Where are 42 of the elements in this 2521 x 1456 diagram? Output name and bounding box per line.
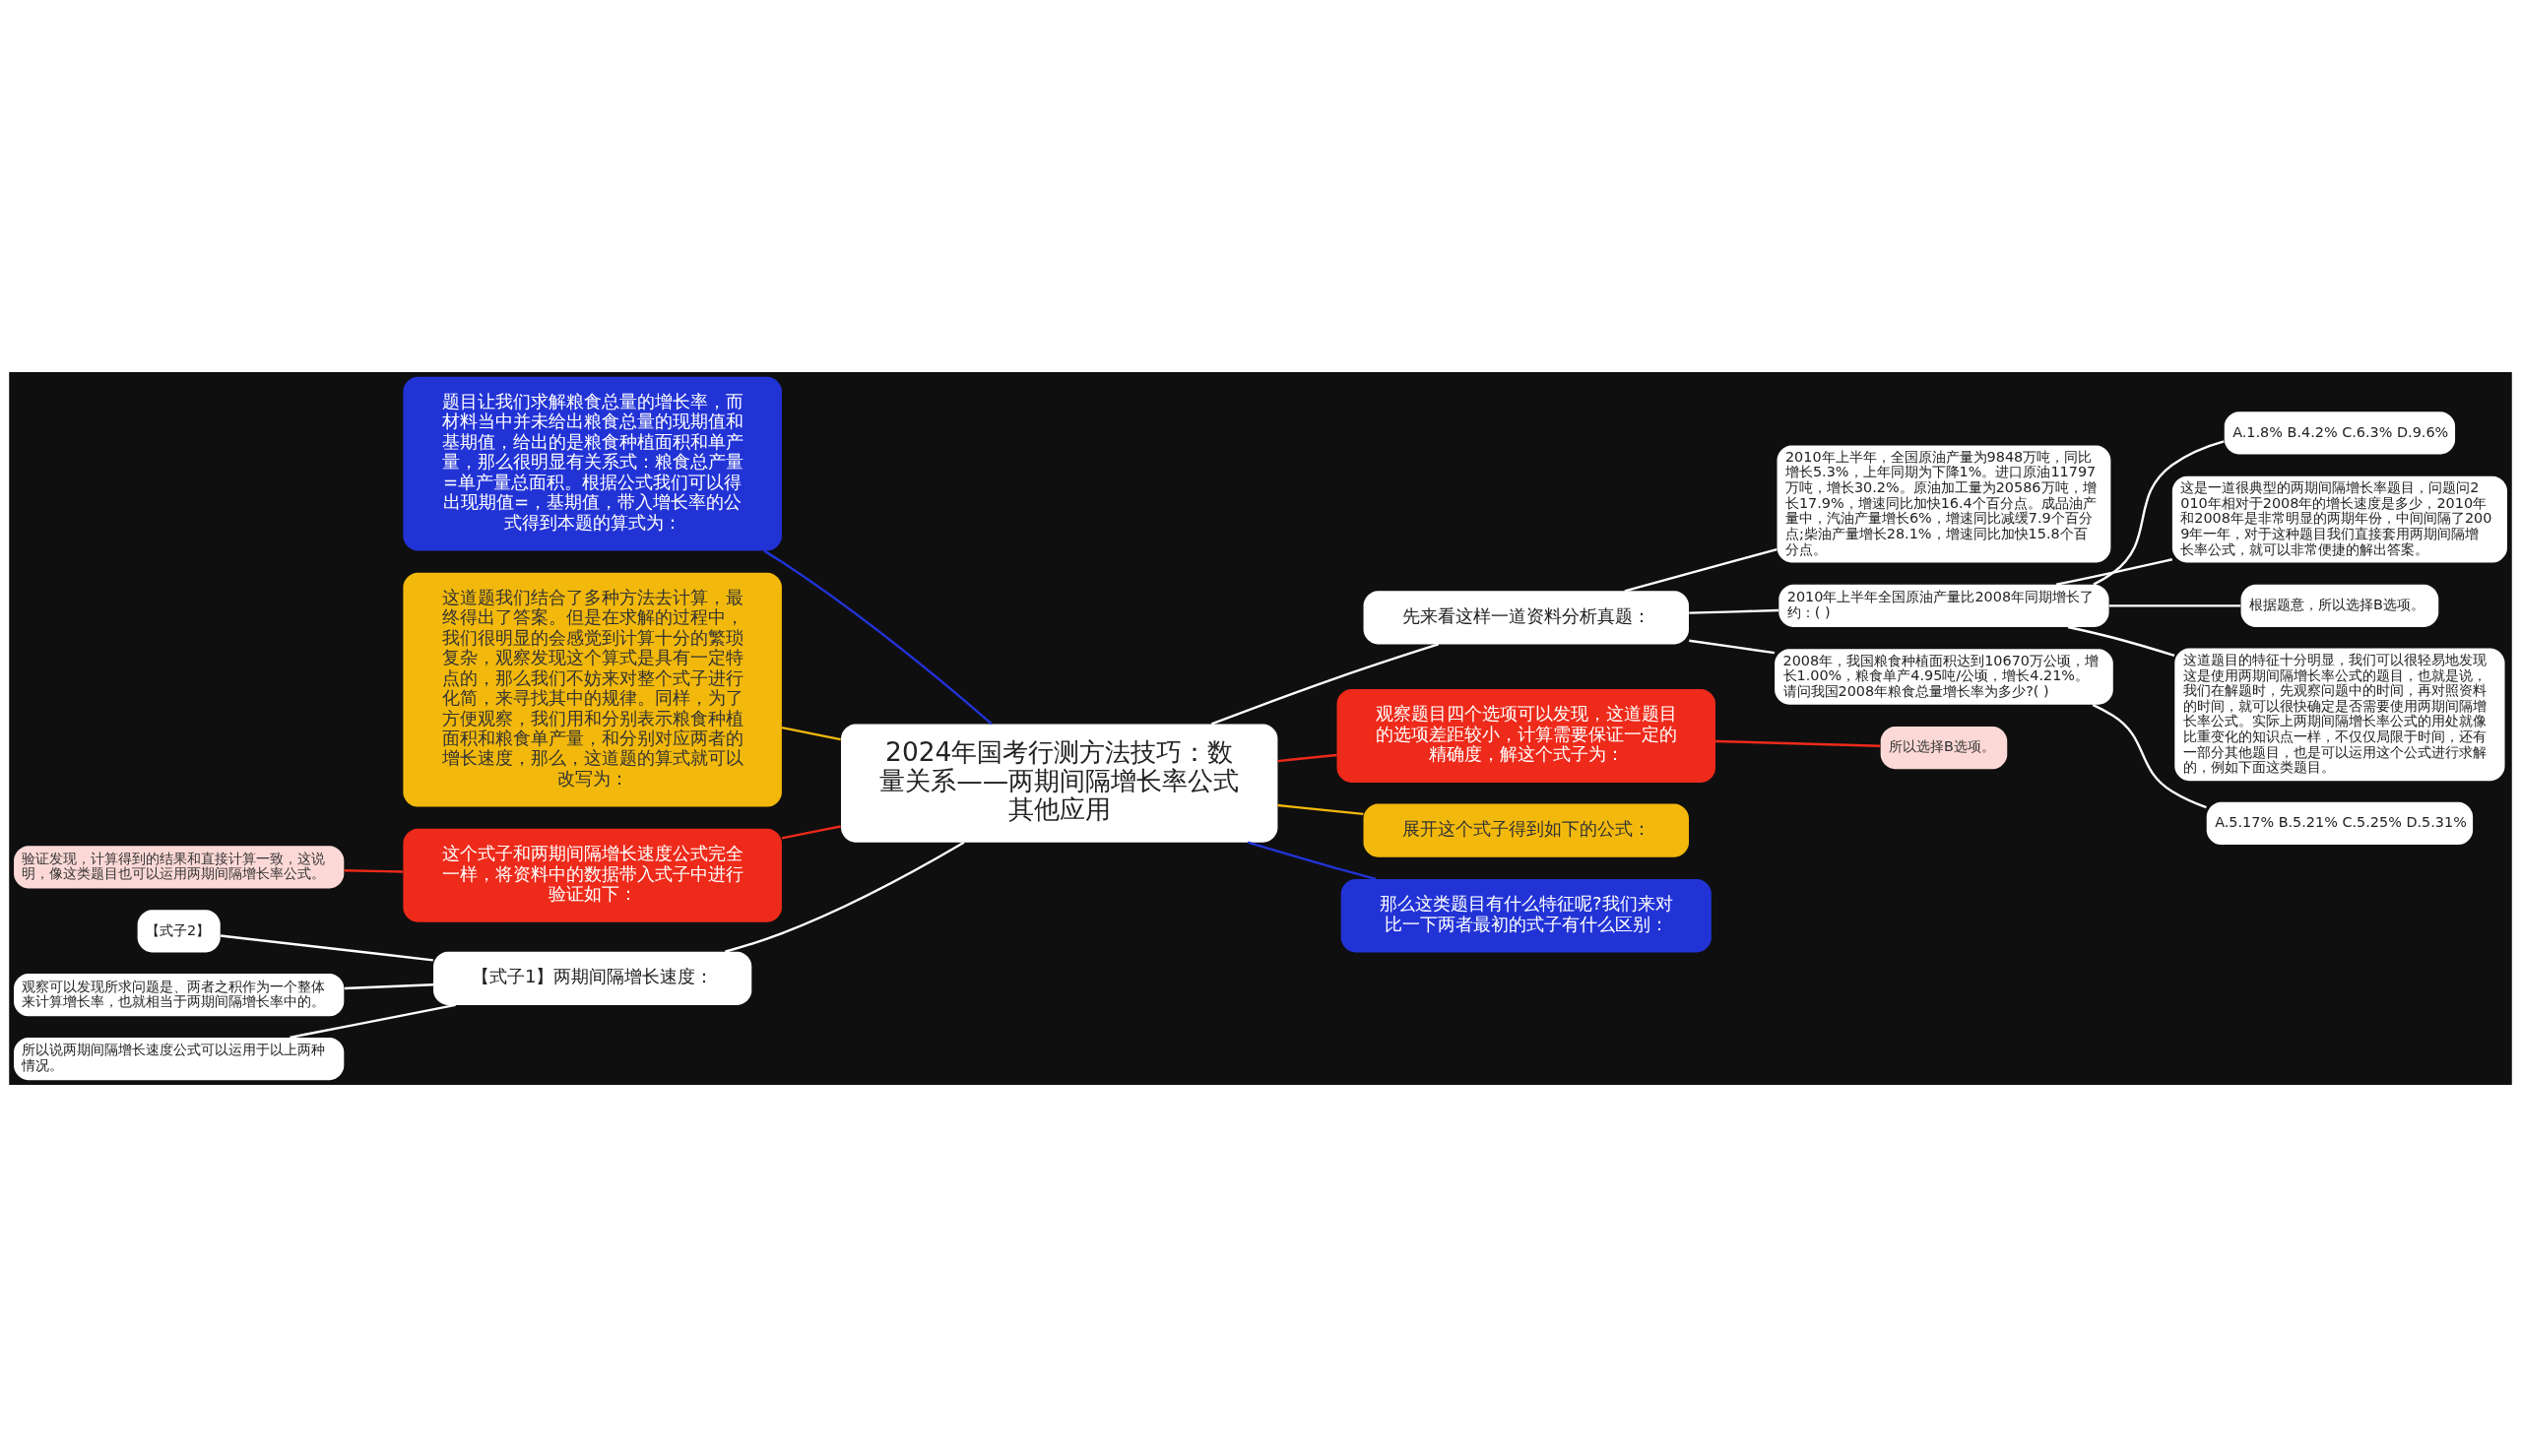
node-box: 【式子2】 [137, 909, 221, 952]
connector [344, 982, 434, 989]
node-box: 所以说两期间隔增长速度公式可以运用于以上两种情况。 [14, 1037, 345, 1080]
connector [344, 868, 404, 873]
node-box: 这个式子和两期间隔增长速度公式完全一样，将资料中的数据带入式子中进行验证如下： [403, 828, 782, 922]
connector [2093, 439, 2225, 586]
node-box: 题目让我们求解粮食总量的增长率，而材料当中并未给出粮食总量的现期值和基期值，给出的是粮食种植面积和单产量，那么很明显有关系式：粮食总产量=单产量总面积。根据公式我们可以得出现期值=，基期值，带入增长率的公式得到本题的算式为： [403, 376, 782, 550]
node-box: 观察可以发现所求问题是、两者之积作为一个整体来计算增长率，也就相当于两期间隔增长率中的。 [14, 973, 345, 1016]
node-box: 所以选择B选项。 [1880, 726, 2008, 769]
connector [1624, 547, 1778, 592]
connector [1277, 753, 1337, 762]
connector [781, 824, 841, 839]
connector [2055, 557, 2173, 586]
connector [2092, 703, 2207, 808]
node-box: 2010年上半年全国原油产量比2008年同期增长了约：( ) [1778, 584, 2109, 627]
connector [220, 933, 433, 962]
connector [1247, 841, 1377, 880]
connector [2067, 625, 2175, 657]
node-box: 观察题目四个选项可以发现，这道题目的选项差距较小，计算需要保证一定的精确度，解这个式子为： [1336, 688, 1716, 783]
node-box: 【式子1】两期间隔增长速度： [433, 951, 752, 1005]
connector [1715, 739, 1881, 747]
connector [781, 726, 841, 740]
connector [725, 841, 965, 953]
node-box: 验证发现，计算得到的结果和直接计算一致，这说明，像这类题目也可以运用两期间隔增长率公式。 [14, 845, 345, 888]
node-box: 那么这类题目有什么特征呢?我们来对比一下两者最初的式子有什么区别： [1340, 878, 1712, 952]
node-box: 这道题我们结合了多种方法去计算，最终得出了答案。但是在求解的过程中，我们很明显的会感觉到计算十分的繁琐复杂，观察发现这个算式是具有一定特点的，那么我们不妨来对整个式子进行化简，来寻找其中的规律。同样，为了方便观察，我们用和分别表示粮食种植面积和粮食单产量，和分别对应两者的增长速度，那么，这道题的算式就可以改写为： [403, 572, 782, 807]
connector [2108, 603, 2241, 607]
connector [1210, 642, 1440, 725]
node-box: A.1.8% B.4.2% C.6.3% D.9.6% [2224, 411, 2456, 454]
connector [1277, 803, 1364, 815]
node-box: 这道题目的特征十分明显，我们可以很轻易地发现这是使用两期间隔增长率公式的题目，也就是说，我们在解题时，先观察问题中的时间，再对照资料的时间，就可以很快确定是否需要使用两期间隔增长率公式。实际上两期间隔增长率公式的用处就像比重变化的知识点一样，不仅仅局限于时间，还有一部分其他题目，也是可以运用这个公式进行求解的，例如下面这类题目。 [2174, 648, 2505, 781]
connector [763, 549, 993, 725]
connector [1689, 608, 1779, 614]
connector [1689, 639, 1776, 654]
node-box: 先来看这样一道资料分析真题： [1363, 590, 1689, 644]
node-box: 这是一道很典型的两期间隔增长率题目，问题问2010年相对于2008年的增长速度是多少，2010年和2008年是非常明显的两期年份，中间间隔了2009年一年，对于这种题目我们直接套用两期间隔增长率公式，就可以非常便捷的解出答案。 [2171, 475, 2507, 562]
node-box: 2010年上半年，全国原油产量为9848万吨，同比增长5.3%，上年同期为下降1%。进口原油11797万吨，增长30.2%。原油加工量为20586万吨，增长17.9%，增速同比加快16.4个百分点。成品油产量中，汽油产量增长6%，增速同比减缓7.9个百分点;柴油产量增长28.1%，增速同比加快15.8个百分点。 [1777, 445, 2111, 562]
node-box: 2024年国考行测方法技巧：数量关系——两期间隔增长率公式其他应用 [841, 724, 1278, 843]
node-box: 展开这个式子得到如下的公式： [1363, 803, 1689, 857]
node-box: A.5.17% B.5.21% C.5.25% D.5.31% [2206, 801, 2474, 845]
node-box: 2008年，我国粮食种植面积达到10670万公顷，增长1.00%，粮食单产4.95吨/公顷，增长4.21%。请问我国2008年粮食总量增长率为多少?( ) [1775, 648, 2113, 705]
node-box: 根据题意，所以选择B选项。 [2240, 584, 2439, 627]
